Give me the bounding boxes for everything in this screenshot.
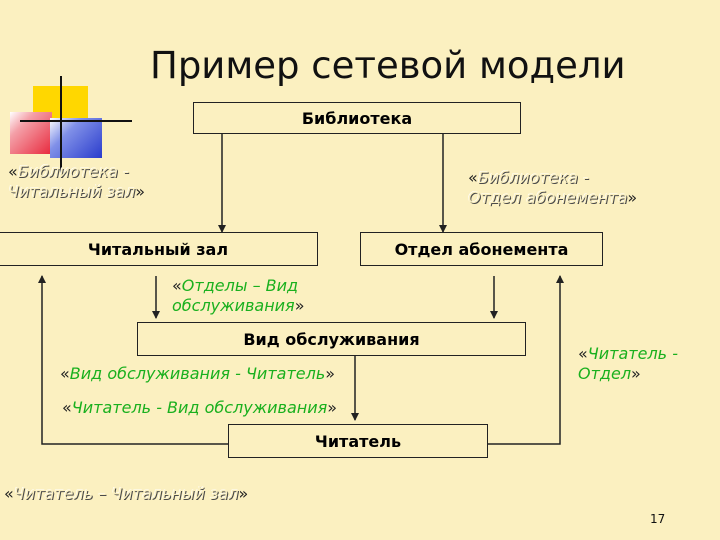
deco-horizontal-line — [20, 120, 132, 122]
deco-red-square — [10, 112, 52, 154]
deco-blue-square — [50, 118, 102, 158]
node-reader: Читатель — [228, 424, 488, 458]
relation-library-reading-room: «Библиотека - Читальный зал» — [8, 162, 146, 201]
edge-reader-subscription — [488, 275, 564, 445]
node-service-type: Вид обслуживания — [137, 322, 526, 356]
deco-vertical-line — [60, 76, 62, 174]
relation-reader-reading-room: «Читатель – Читальный зал» — [4, 484, 249, 503]
edge-reader-reading-room — [38, 275, 228, 445]
node-reading-room: Читальный зал — [0, 232, 318, 266]
node-subscription-dept: Отдел абонемента — [360, 232, 603, 266]
relation-depts-service: «Отделы – Вид обслуживания» — [172, 276, 305, 315]
relation-reader-dept: «Читатель - Отдел» — [578, 344, 678, 383]
node-library: Библиотека — [193, 102, 521, 134]
relation-reader-service: «Читатель - Вид обслуживания» — [62, 398, 338, 417]
relation-library-subscription: «Библиотека - Отдел абонемента» — [468, 168, 638, 207]
relation-service-reader: «Вид обслуживания - Читатель» — [60, 364, 336, 383]
page-number: 17 — [650, 512, 666, 526]
page-title: Пример сетевой модели — [150, 44, 626, 87]
